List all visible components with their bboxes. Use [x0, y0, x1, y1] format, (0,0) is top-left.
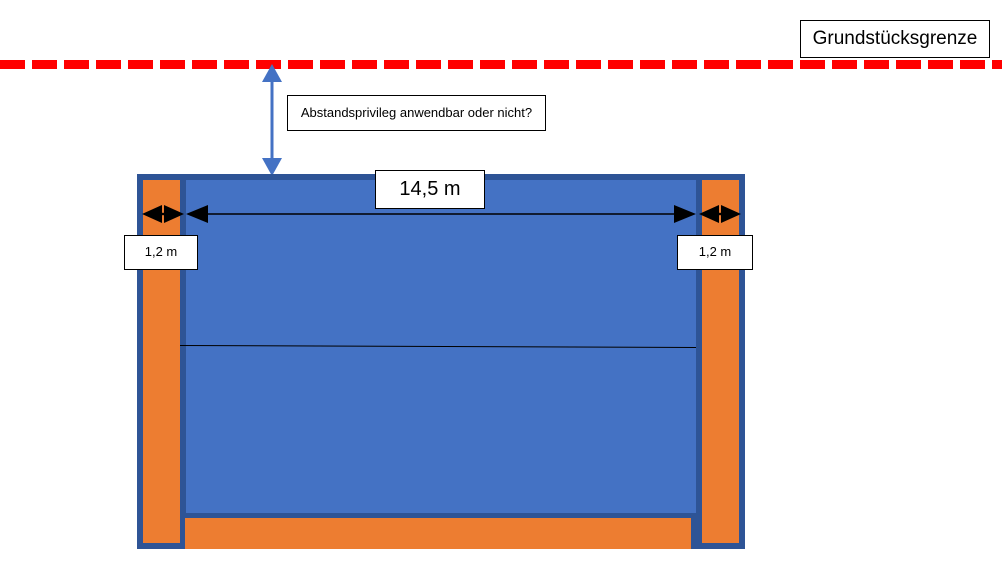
setback-question-label: Abstandsprivileg anwendbar oder nicht?	[287, 95, 546, 131]
right-wall-width-arrow	[699, 203, 741, 225]
building-width-arrow	[186, 203, 696, 225]
left-wall-width-label: 1,2 m	[124, 235, 198, 270]
building-interior	[186, 180, 696, 543]
left-wall-width-arrow	[142, 203, 184, 225]
right-interior-divider	[696, 180, 702, 543]
setback-distance-arrow	[262, 64, 282, 176]
building-width-label: 14,5 m	[375, 170, 485, 209]
bottom-wall-band	[180, 513, 696, 549]
right-wall-width-label: 1,2 m	[677, 235, 753, 270]
property-boundary-line	[0, 60, 1002, 69]
left-interior-divider	[180, 180, 186, 543]
property-boundary-label: Grundstücksgrenze	[800, 20, 990, 58]
